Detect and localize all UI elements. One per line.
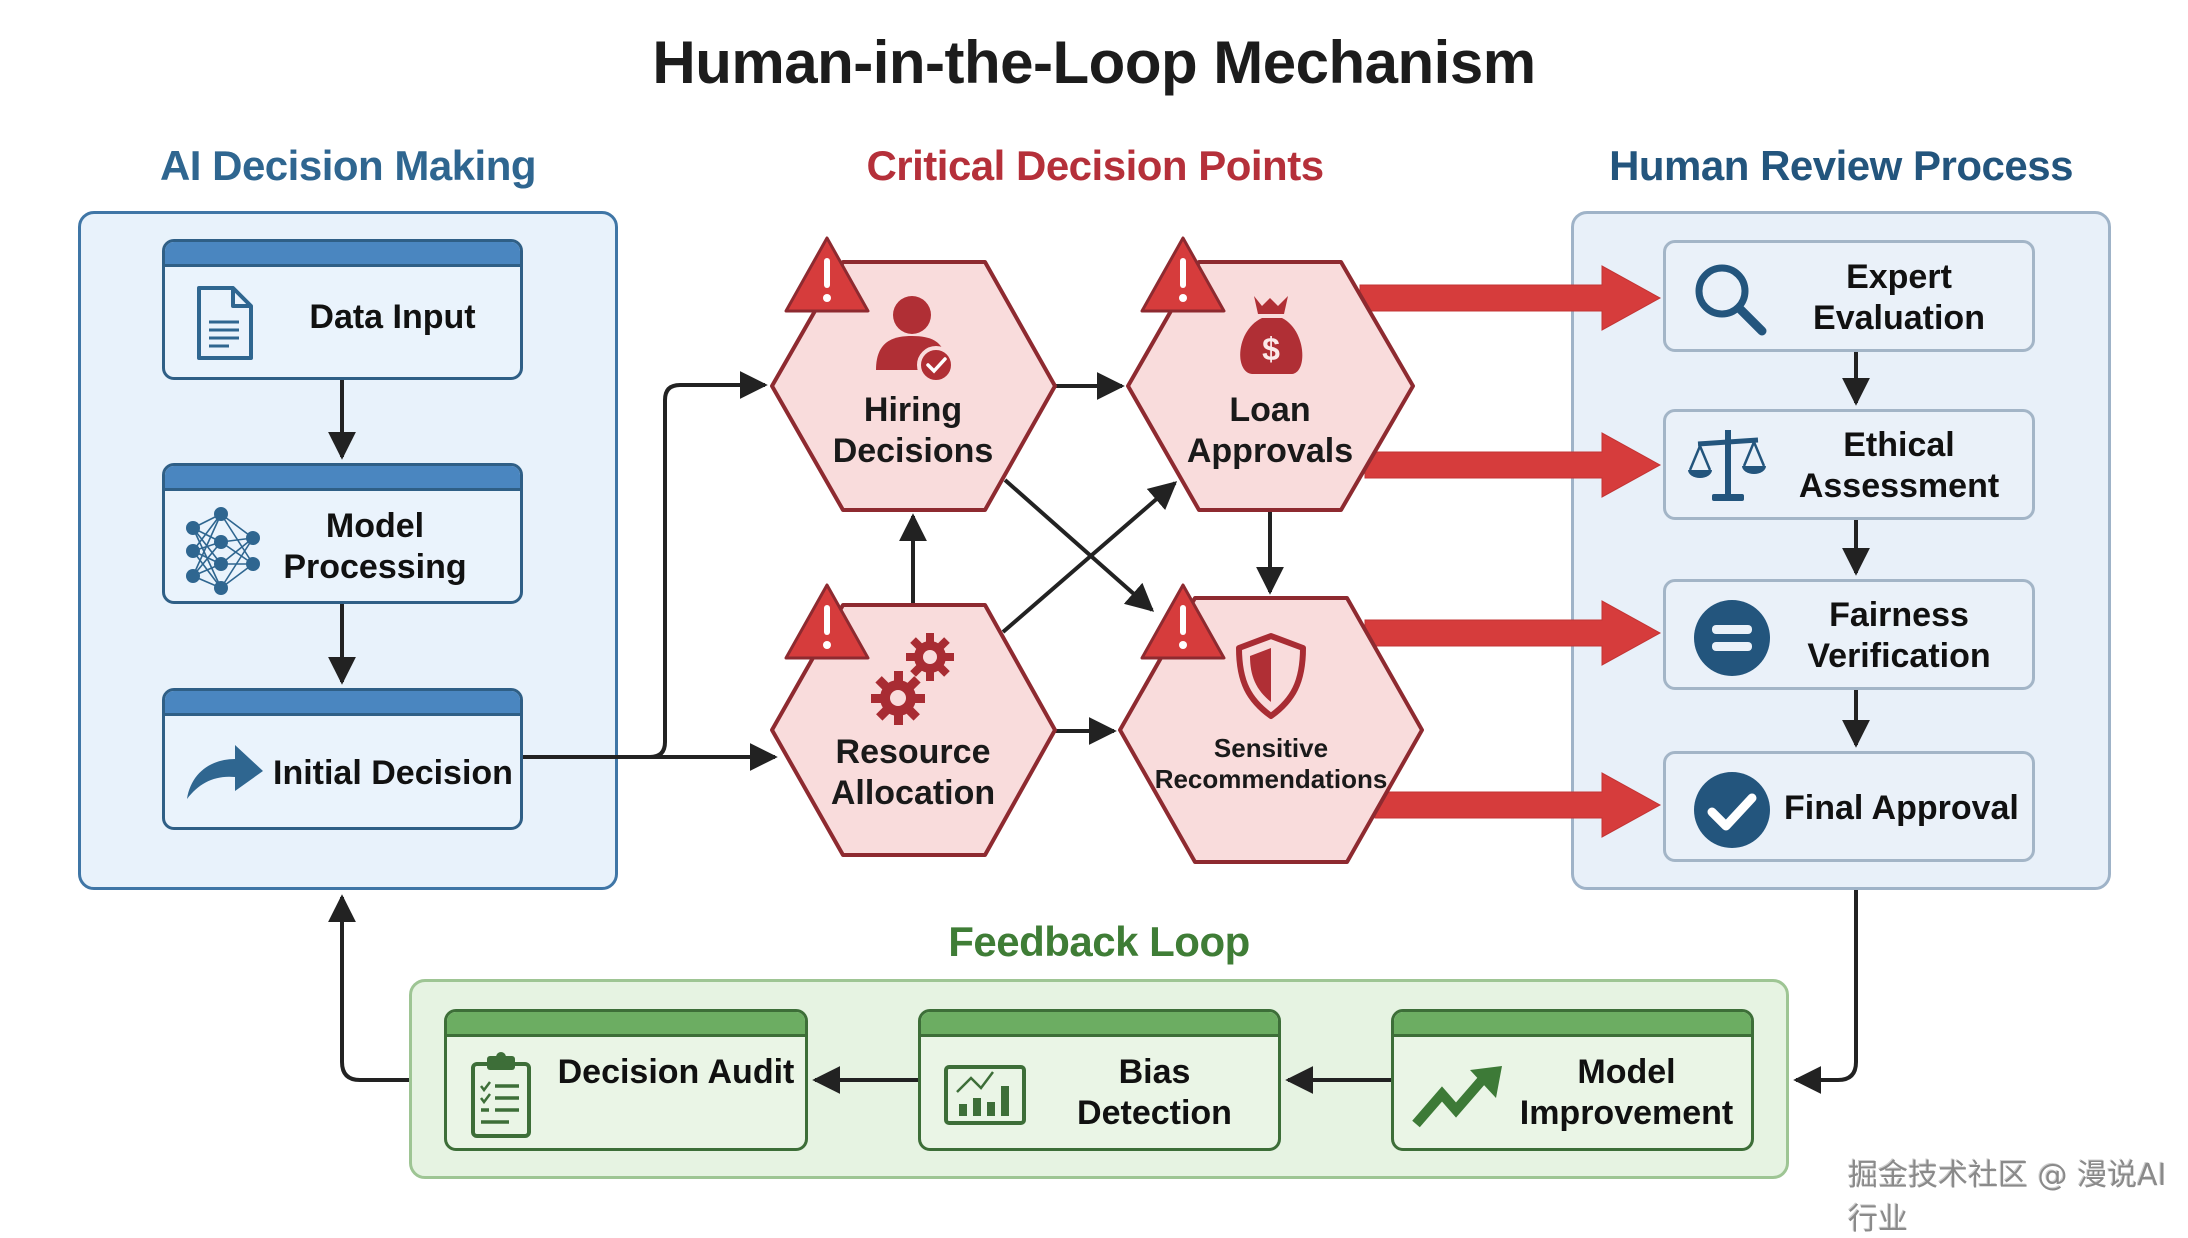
hex-hiring-decisions[interactable] (770, 260, 1057, 512)
connectors-layer (328, 352, 1870, 1094)
warning-icon (1140, 236, 1226, 313)
step-label: Fairness Verification (1807, 596, 1991, 675)
step-data-input[interactable]: Data Input (162, 239, 523, 380)
escalation-arrow-loan-to-ethical (1364, 432, 1662, 498)
review-fairness-verification[interactable]: Fairness Verification (1663, 579, 2035, 690)
feedback-model-improvement[interactable]: Model Improvement (1391, 1009, 1754, 1151)
hex-label-hiring: Hiring Decisions (832, 391, 994, 470)
watermark: 掘金技术社区 @ 漫说AI行业 (1848, 1158, 2167, 1237)
escalation-arrow-loan-to-expert (1359, 265, 1662, 331)
arrow-hiring-to-sensitive (1003, 478, 1155, 612)
step-label: Expert Evaluation (1813, 258, 1985, 337)
chart-icon (944, 1065, 1026, 1125)
hex-label-resource: Resource Allocation (830, 733, 996, 812)
human-review-process-heading: Human Review Process (1609, 142, 2073, 189)
clipboard-icon (471, 1052, 531, 1138)
escalation-arrows-layer (1359, 265, 1662, 838)
trend-up-icon (1412, 1066, 1502, 1128)
warning-icon (1140, 583, 1226, 660)
ai-decision-making-heading: AI Decision Making (159, 142, 537, 189)
arrow-feedback-to-ai (328, 894, 409, 1082)
step-model-processing[interactable]: Model Processing (162, 463, 523, 604)
step-label: Data Input (309, 298, 476, 336)
magnifier-icon (1695, 264, 1767, 336)
check-circle-icon (1694, 772, 1770, 848)
hex-loan-approvals[interactable] (1126, 260, 1415, 512)
money-bag-icon: $ (1240, 296, 1303, 374)
escalation-arrow-sensitive-to-fairness (1364, 600, 1662, 666)
hex-resource-allocation[interactable] (770, 603, 1057, 857)
critical-points-layer: $ (770, 236, 1424, 864)
warning-icon (784, 583, 870, 660)
hex-sensitive-recommendations[interactable] (1118, 596, 1424, 864)
review-expert-evaluation[interactable]: Expert Evaluation (1663, 240, 2035, 352)
step-label: Bias Detection (1077, 1053, 1232, 1132)
feedback-loop-heading: Feedback Loop (948, 918, 1250, 965)
step-initial-decision[interactable]: Initial Decision (162, 688, 523, 830)
document-icon (197, 286, 253, 360)
step-label: Model Improvement (1519, 1053, 1734, 1132)
svg-text:$: $ (1262, 331, 1280, 367)
neural-network-icon (186, 507, 260, 595)
warning-icon (784, 236, 870, 313)
review-ethical-assessment[interactable]: Ethical Assessment (1663, 409, 2035, 520)
critical-decision-points-heading: Critical Decision Points (866, 142, 1324, 189)
step-label: Ethical Assessment (1798, 426, 2000, 505)
arrow-resource-to-loan (1001, 481, 1178, 634)
user-check-icon (876, 296, 955, 384)
step-label: Decision Audit (557, 1053, 795, 1091)
diagram-title: Human-in-the-Loop Mechanism (652, 29, 1536, 96)
gears-icon (871, 633, 954, 725)
step-label: Initial Decision (273, 754, 513, 792)
hex-label-sensitive: Sensitive Recommendations (1154, 733, 1388, 795)
equals-circle-icon (1694, 600, 1770, 676)
feedback-decision-audit[interactable]: Decision Audit (444, 1009, 808, 1151)
review-final-approval[interactable]: Final Approval (1663, 751, 2035, 862)
step-label: Final Approval (1784, 789, 2019, 827)
arrow-review-to-feedback (1793, 890, 1858, 1094)
feedback-bias-detection[interactable]: Bias Detection (918, 1009, 1281, 1151)
hex-label-loan: Loan Approvals (1186, 391, 1354, 470)
forward-arrow-icon (187, 745, 263, 799)
shield-icon (1236, 633, 1306, 719)
scales-icon (1688, 430, 1766, 501)
escalation-arrow-sensitive-to-final (1374, 772, 1662, 838)
step-label: Model Processing (283, 507, 467, 586)
